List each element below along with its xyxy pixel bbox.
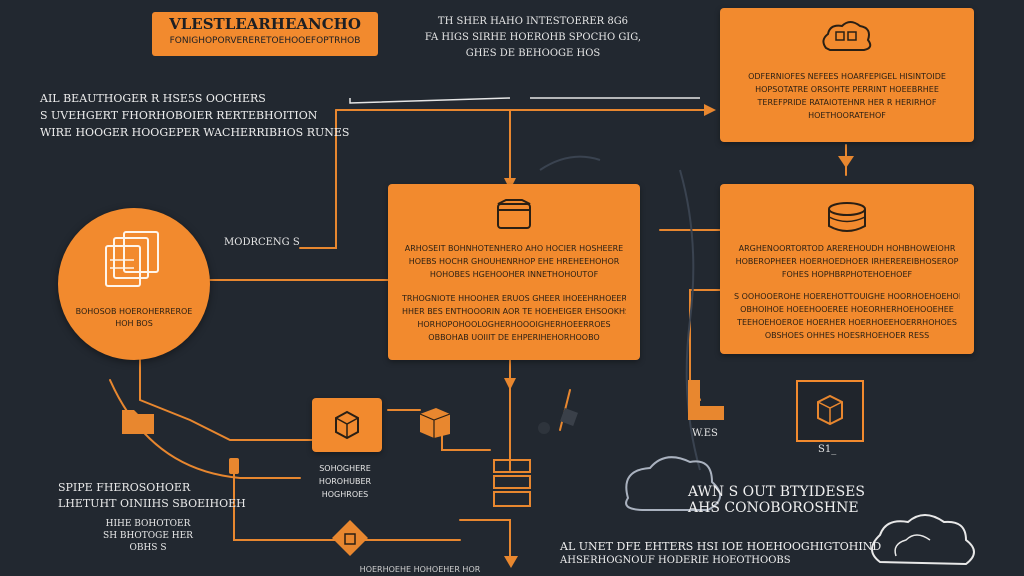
connector-bottom-drop [459,519,511,561]
right-card: ARGHENOORTORTOD AREREHOUDH HOHBHOWEIOHR … [720,184,974,354]
cloud-white-icon [871,514,975,566]
left-note-line: S UVEHGERT FHORHOBOIER RERTEBHOITION [40,109,318,122]
s3-box [796,380,864,442]
server-icon [419,408,451,438]
folder-icon [122,410,154,434]
card-line: ARGHENOORTORTOD AREREHOUDH HOHBHOWEIOHR [738,244,956,253]
card-line: ARHOSEIT BOHNHOTENHERO AHO HOCIER HOSHEE… [404,244,624,253]
server-stack-icon [493,459,531,507]
bottom-note-line: AL UNET DFE EHTERS HSI IOE HOEHOOGHIGTOH… [560,540,882,553]
thin-line-top-left [349,97,511,104]
card-line: FOHES HOPHBRPHOTEHOEHOEF [781,270,913,279]
top-note-line: FA HIGS SIRHE HOEROHB SPOCHO GIG, [424,32,642,43]
caption-line: SOHOGHERE [319,464,371,473]
connector-bottom-run [233,469,461,541]
center-card-para2: TRHOGNIOTE HHOOHER ERUOS GHEER IHOEEHRHO… [402,292,626,344]
connector-circle-curve [109,379,301,479]
center-caption: SOHOGHERE HOROHUBER HOGHROES [290,462,400,501]
card-line: HOHOBES HGEHOOHER INNETHOHOUTOF [429,270,599,279]
right-card-para1: ARGHENOORTORTOD AREREHOUDH HOHBHOWEIOHR … [734,242,960,281]
bottom-strip: HOERHOEHE HOHOEHER HOR [359,565,481,574]
connector-circle-down [139,359,319,441]
background-cloud-trace [539,155,601,171]
circle-label-line: HOH BOS [115,319,153,328]
left-note: AIL BEAUTHOGER R HSE5S OOCHERS S UVEHGER… [40,90,350,141]
cloud-outline-icon [625,456,721,511]
card-line: HOPSOTATRE ORSOHTE PERRINT HOEEBRHEE [755,85,939,94]
bottom-note-line: AHSERHOGNOUF HODERIE HOEOTHOOBS [560,555,791,566]
circle-label: BOHOSOB HOEROHERREROE HOH BOS [58,306,210,330]
l-bracket-icon [688,380,724,420]
storage-box-icon [497,199,531,229]
center-card: ARHOSEIT BOHNHOTENHERO AHO HOCIER HOSHEE… [388,184,640,360]
bottom-left-sub: OBHS S [129,543,167,553]
card-line: TEEHOEHOEROE HOERHER HOERHOEEHOERRHOHOES [737,318,957,327]
center-card-para1: ARHOSEIT BOHNHOTENHERO AHO HOCIER HOSHEE… [402,242,626,281]
cloud-network-icon [822,21,872,51]
bottom-left-line: SPIPE FHEROSOHOER [58,481,191,494]
bottom-left-note: SPIPE FHEROSOHOER LHETUHT OINIIHS SBOEIH… [58,480,246,554]
top-note-line: GHES DE BEHOOGE HOS [465,48,601,59]
arrowhead-center-bottom [504,378,516,390]
left-note-line: WIRE HOOGER HOOGEPER WACHERRIBHOS RUNES [40,126,350,139]
bottom-left-line: LHETUHT OINIIHS SBOEIHOEH [58,497,246,510]
top-right-card: ODFERNIOFES NEFEES HOARFEPIGEL HISINTOID… [720,8,974,142]
web-label: W.ES [692,428,718,439]
left-note-line: AIL BEAUTHOGER R HSE5S OOCHERS [40,92,266,105]
source-circle: BOHOSOB HOEROHERREROE HOH BOS [58,208,210,360]
file-stack-icon [105,231,159,287]
compute-box [312,398,382,452]
aws-label-line: AHS CONOBOROSHNE [688,500,859,516]
bottom-note: AL UNET DFE EHTERS HSI IOE HOEHOOGHIGTOH… [560,540,882,568]
card-line: OBBOHAB UOIIIT DE EHPERIHEHORHOOBO [428,333,600,342]
background-line [679,169,701,471]
right-card-para2: S OOHOOEROHE HOEREHOTTOUIGHE HOORHOEHOEH… [734,290,960,342]
card-line: OBHOIHOE HOEEHOOEREE HOEORHERHOEHOOEHEE [740,305,954,314]
title-banner: VLESTLEARHEANCHO FONIGHOPORVERERETOEHOOE… [152,12,378,56]
card-line: HOETHOORATEHOF [808,111,886,120]
card-line: TEREFPRIDE RATAIOTEHNR HER R HERIRHOF [757,98,937,107]
aws-label-line: AWN S OUT BTYIDESES [688,484,865,500]
bottom-left-sub: SH BHOTOGE HER [103,531,193,541]
arrowhead-top-right [704,104,716,116]
cube-icon [335,410,359,440]
top-note: TH SHER HAHO INTESTOERER 8G6 FA HIGS SIR… [418,14,648,62]
connector-top-left-branch [299,109,337,249]
top-right-card-text: ODFERNIOFES NEFEES HOARFEPIGEL HISINTOID… [734,70,960,122]
connector-node-icon [229,458,239,474]
card-line: HOBEROPHEER HOERHOEDHOER IRHEREREIBHOSER… [735,257,959,266]
arrowhead-right-top [838,156,854,168]
joint-node-icon [538,408,578,434]
aws-label: AWN S OUT BTYIDESES AHS CONOBOROSHNE [688,484,868,516]
circle-label-line: BOHOSOB HOEROHERREROE [75,307,193,316]
card-line: HOEBS HOCHR GHOUHENRHOP EHE HREHEEHOHOR [408,257,620,266]
s3-label: S1_ [818,444,837,455]
bucket-icon [817,394,843,426]
database-box-icon [828,202,866,232]
bottom-left-sub: HIHE BOHOTOER [105,519,191,529]
mid-left-label: MODRCENG S [224,237,300,248]
diamond-icon [332,520,368,556]
caption-line: HOROHUBER [318,477,372,486]
card-line: TRHOGNIOTE HHOOHER ERUOS GHEER IHOEEHRHO… [402,294,626,303]
card-line: HHER BES ENTHOOORIN AOR TE HOEHEIGER EHS… [402,307,626,316]
caption-line: HOGHROES [321,490,369,499]
title-text: VLESTLEARHEANCHO [169,15,361,33]
card-line: HORHOPOHOOLOGHERHOOOIGHERHOEERROES [417,320,611,329]
top-note-line: TH SHER HAHO INTESTOERER 8G6 [437,16,629,27]
card-line: ODFERNIOFES NEFEES HOARFEPIGEL HISINTOID… [748,72,946,81]
card-line: S OOHOOEROHE HOEREHOTTOUIGHE HOORHOEHOEH… [734,292,960,301]
card-line: OBSHOES OHHES HOESRHOEHOER RESS [764,331,930,340]
title-subtext: FONIGHOPORVERERETOEHOOEFOPTRHOB [169,36,361,46]
arrowhead-bottom [504,556,518,568]
